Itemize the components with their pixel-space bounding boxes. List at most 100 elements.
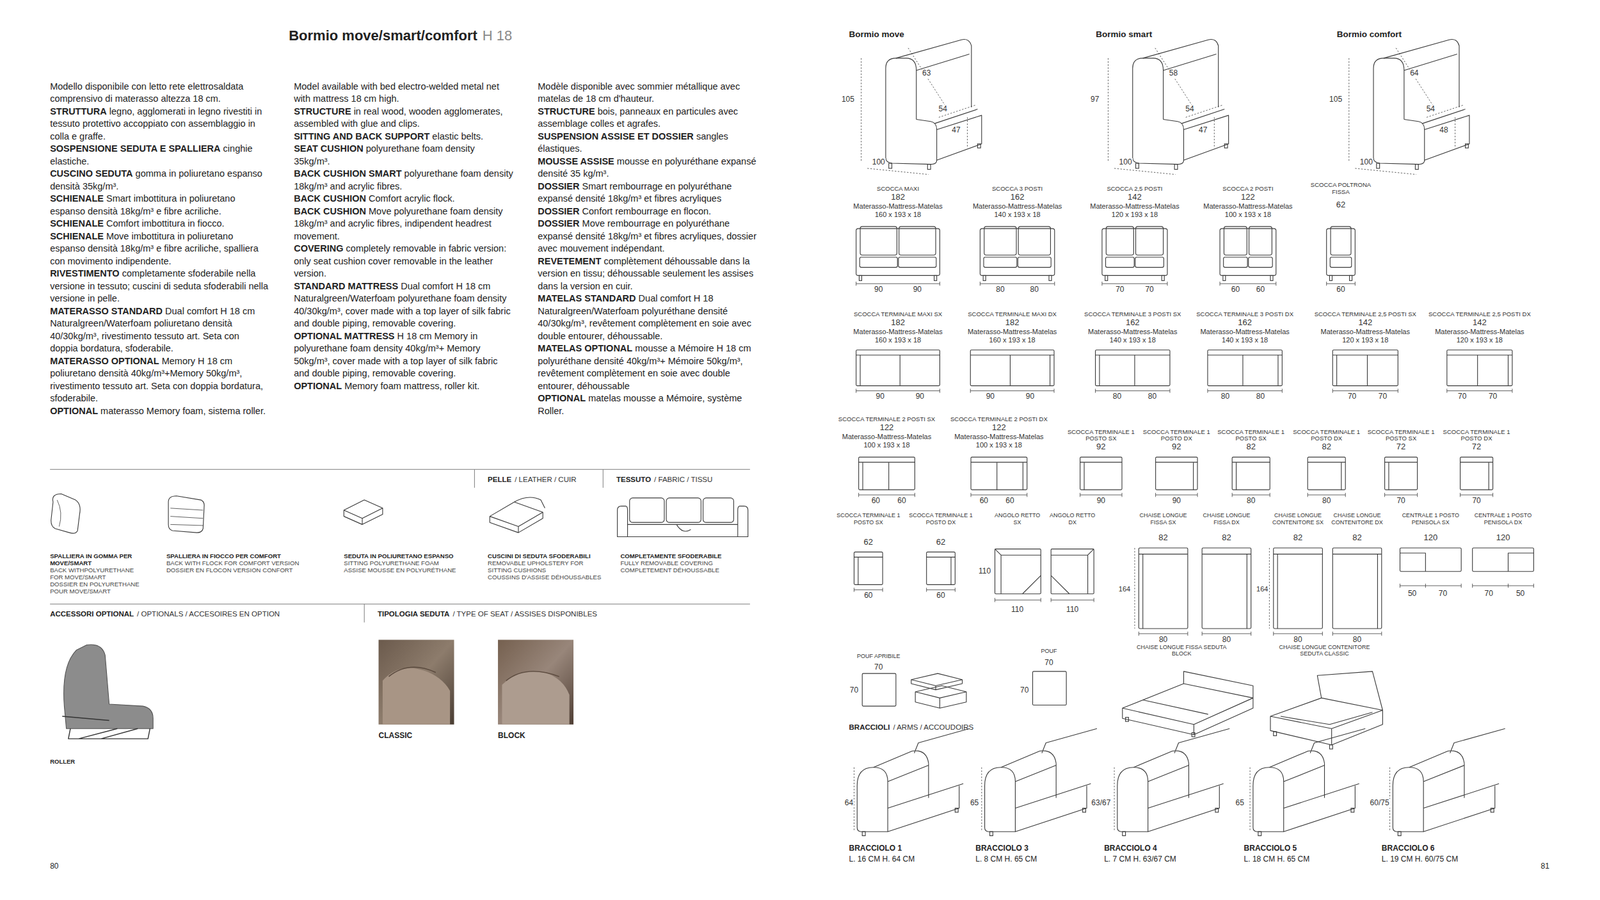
spec-line: SEAT CUSHIONpolyurethane foam density 35… xyxy=(293,142,514,168)
arm-illustration xyxy=(1409,728,1506,832)
module-heading: SCOCCA TERMINALE 1 POSTO SX82 xyxy=(1214,428,1288,453)
mattress-label: Materasso-Mattress-Matelas xyxy=(957,327,1068,336)
dimension-value: 80 xyxy=(1221,635,1232,645)
module-top-view xyxy=(926,551,956,585)
page-number: 81 xyxy=(1541,862,1550,872)
mattress-size: 100 x 193 x 18 xyxy=(945,440,1053,450)
module-width: 120 xyxy=(1495,533,1512,543)
feature-title: SPALLIERA IN GOMMA PER MOVE/SMART xyxy=(49,552,147,567)
sofa-side-view xyxy=(1132,119,1184,165)
arm-illustration xyxy=(1269,728,1366,832)
dimension-value: 110 xyxy=(1010,606,1024,616)
dimension-value: 90 xyxy=(985,392,996,402)
spec-term: OPTIONAL xyxy=(49,405,98,416)
chaise-illustration xyxy=(1191,732,1195,737)
dimension-value: 80 xyxy=(1220,392,1231,402)
arm-name: BRACCIOLO 6 xyxy=(1381,844,1435,854)
spec-text: Memory foam mattress, roller kit. xyxy=(344,380,480,392)
feature-caption: SPALLIERA IN FIOCCO PER COMFORTBACK WITH… xyxy=(166,552,335,574)
module-front-view xyxy=(858,275,862,281)
module-top-view xyxy=(888,462,889,490)
module-heading: ANGOLO RETTO SX xyxy=(990,512,1044,526)
module-name: CHAISE LONGUE CONTENITORE SEDUTA CLASSIC xyxy=(1271,643,1378,658)
module-heading: CENTRALE 1 POSTO PENISOLA DX xyxy=(1470,512,1536,526)
module-width: 182 xyxy=(957,318,1068,328)
module-heading: SCOCCA TERMINALE 1 POSTO SX xyxy=(833,512,904,526)
arm-illustration xyxy=(1490,808,1494,813)
module-width: 122 xyxy=(833,423,941,433)
module-name: SCOCCA 2 POSTI xyxy=(1192,185,1304,193)
spec-line: BACK CUSHION SMARTpolyurethane foam dens… xyxy=(293,167,514,193)
section-heading: BRACCIOLI xyxy=(849,723,891,732)
arm-name: BRACCIOLO 1 xyxy=(849,844,903,854)
feature-text: BACK WITH FLOCK FOR COMFORT VERSION xyxy=(166,559,335,567)
spec-term: SUSPENSION ASSISE ET DOSSIER xyxy=(537,131,694,142)
spec-column: Modello disponibile con letto rete elett… xyxy=(49,80,270,418)
divider xyxy=(474,469,603,488)
dimension-value: 60 xyxy=(896,496,907,506)
spec-term: BACK CUSHION xyxy=(293,206,367,217)
dimension-value: 80 xyxy=(1158,635,1168,645)
feature-text: SITTING POLYURETHANE FOAM xyxy=(343,559,482,567)
dimension-value: 54 xyxy=(1425,104,1436,114)
arm-illustration xyxy=(1258,831,1262,836)
roller-illustration xyxy=(64,644,154,729)
spec-column: Model available with bed electro-welded … xyxy=(293,80,514,393)
arm-size: L. 19 CM H. 60/75 CM xyxy=(1381,855,1458,864)
section-heading: ACCESSORI OPTIONAL xyxy=(49,609,134,619)
module-front-view xyxy=(1102,228,1168,276)
dimension-value: 90 xyxy=(1096,496,1106,506)
section-subheading: / LEATHER / CUIR xyxy=(514,475,576,484)
chaise-top-view xyxy=(1201,553,1252,555)
spec-line: STRUCTUREin real wood, wooden agglomerat… xyxy=(293,105,514,131)
module-name: SCOCCA TERMINALE 1 POSTO SX xyxy=(833,512,904,526)
dimension-value: 70 xyxy=(1488,392,1498,402)
corner-module xyxy=(995,549,1042,594)
dimension-value: 64 xyxy=(844,798,854,808)
module-top-view xyxy=(856,354,941,356)
chaise-top-view xyxy=(1273,547,1323,629)
module-front-view xyxy=(979,228,1055,276)
spec-line: MATELAS OPTIONALmousse a Mémoire H 18 cm… xyxy=(537,342,758,393)
dimension-value: 164 xyxy=(1118,584,1131,594)
module-top-view xyxy=(1277,355,1279,386)
dimension-value: 164 xyxy=(1255,584,1269,594)
module-name: SCOCCA MAXI xyxy=(842,185,953,193)
module-top-view xyxy=(1447,350,1513,386)
feature-caption: COMPLETAMENTE SFODERABILEFULLY REMOVABLE… xyxy=(620,552,748,574)
module-heading: SCOCCA TERMINALE 2,5 POSTI DX142Materass… xyxy=(1424,311,1535,344)
module-front-view xyxy=(1105,257,1135,268)
module-heading: SCOCCA TERMINALE 1 POSTO DX xyxy=(906,512,976,526)
spec-term: OPTIONAL MATTRESS xyxy=(293,330,395,342)
module-heading: SCOCCA POLTRONA FISSA xyxy=(1309,181,1373,196)
pouf-illustration xyxy=(915,685,967,708)
module-top-view xyxy=(899,355,901,386)
pouf-top-view xyxy=(862,673,896,706)
seat-type-name: BLOCK xyxy=(497,731,526,741)
dimension-value: 63/67 xyxy=(1090,798,1112,808)
chaise-top-view xyxy=(1273,553,1323,555)
arm-illustration xyxy=(873,728,970,832)
dimension-value: 70 xyxy=(1347,392,1357,402)
module-name: SCOCCA TERMINALE 3 POSTI SX xyxy=(1077,311,1188,319)
spec-term: SITTING AND BACK SUPPORT xyxy=(293,131,430,142)
dimension-value: 110 xyxy=(977,567,992,576)
module-name: SCOCCA TERMINALE 1 POSTO SX xyxy=(1064,428,1138,443)
module-name: SCOCCA POLTRONA FISSA xyxy=(1309,181,1373,196)
chaise-storage-illustration xyxy=(1270,671,1383,745)
sofa-side-view xyxy=(885,58,917,160)
module-front-view xyxy=(1248,257,1273,268)
module-top-view xyxy=(1307,462,1346,463)
module-top-view xyxy=(1022,462,1024,490)
dimension-line xyxy=(1114,168,1176,175)
sofa-side-view xyxy=(1143,39,1219,108)
dimension-value: 60 xyxy=(1004,496,1015,506)
spec-line: MOUSSE ASSISEmousse en polyuréthane expa… xyxy=(537,155,758,181)
chaise-illustration xyxy=(1125,717,1129,722)
dimension-line xyxy=(1269,547,1270,629)
spec-line: COVERINGcompletely removable in fabric v… xyxy=(293,242,514,281)
module-heading: SCOCCA 2 POSTI122Materasso-Mattress-Mate… xyxy=(1192,185,1304,219)
module-top-view xyxy=(1192,462,1194,490)
module-top-view xyxy=(858,456,916,490)
section-heading: TESSUTO xyxy=(616,475,651,484)
